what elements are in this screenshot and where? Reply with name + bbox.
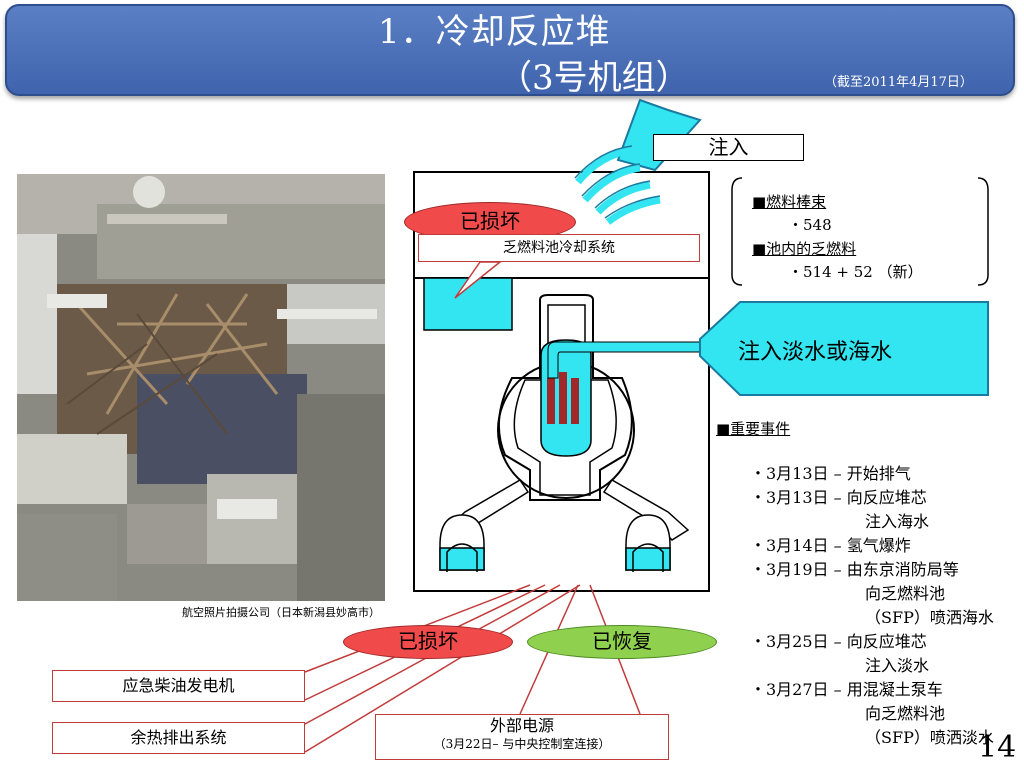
- aerial-photo: [17, 174, 385, 601]
- event-line: 向乏燃料池: [865, 704, 946, 723]
- external-power-subtitle: （3月22日– 与中央控制室连接）: [433, 737, 611, 751]
- event-line: ・3月27日 – 用混凝土泵车: [750, 680, 943, 699]
- residual-heat-label: 余热排出系统: [52, 722, 305, 754]
- event-line: ・3月13日 – 开始排气: [750, 464, 911, 483]
- photo-caption: 航空照片拍摄公司（日本新潟县妙高市）: [182, 606, 380, 619]
- external-power-label: 外部电源 （3月22日– 与中央控制室连接）: [375, 714, 669, 760]
- title-banner: [5, 4, 1015, 96]
- inject-label: 注入: [653, 134, 804, 161]
- date-note: （截至2011年4月17日）: [824, 75, 973, 90]
- event-line: ・3月14日 – 氢气爆炸: [750, 536, 911, 555]
- freshwater-injection-arrow: [699, 301, 989, 396]
- status-badge-restored: 已恢复: [527, 625, 717, 659]
- spent-fuel-heading: ■池内的乏燃料: [752, 240, 857, 258]
- event-line: ・3月25日 – 向反应堆芯: [750, 632, 927, 651]
- event-line: ・3月13日 – 向反应堆芯: [750, 488, 927, 507]
- status-badge-damaged: 已损坏: [343, 625, 513, 659]
- page-number: 14: [978, 730, 1017, 765]
- freshwater-label: 注入淡水或海水: [738, 340, 893, 365]
- slide-subtitle: （3号机组）: [498, 58, 690, 98]
- events-list: ・3月13日 – 开始排气 ・3月13日 – 向反应堆芯 注入海水 ・3月14日…: [750, 462, 994, 750]
- diesel-generator-label: 应急柴油发电机: [52, 670, 305, 702]
- event-line: 注入淡水: [865, 656, 930, 675]
- fuel-assemblies-value: ・548: [788, 216, 832, 234]
- external-power-title: 外部电源: [489, 716, 554, 735]
- event-line: 注入海水: [865, 512, 930, 531]
- fuel-assemblies-heading: ■燃料棒束: [752, 193, 827, 211]
- event-line: ・3月19日 – 由东京消防局等: [750, 560, 959, 579]
- events-heading: ■重要事件: [716, 420, 791, 438]
- slide-title: 1．冷却反应堆: [378, 12, 611, 52]
- spent-fuel-value: ・514 + 52 （新）: [788, 263, 923, 281]
- event-line: 向乏燃料池: [865, 584, 946, 603]
- event-line: （SFP）喷洒海水: [865, 608, 994, 627]
- sfp-cooling-label: 乏燃料池冷却系统: [418, 234, 700, 262]
- event-line: （SFP）喷洒淡水: [865, 728, 994, 747]
